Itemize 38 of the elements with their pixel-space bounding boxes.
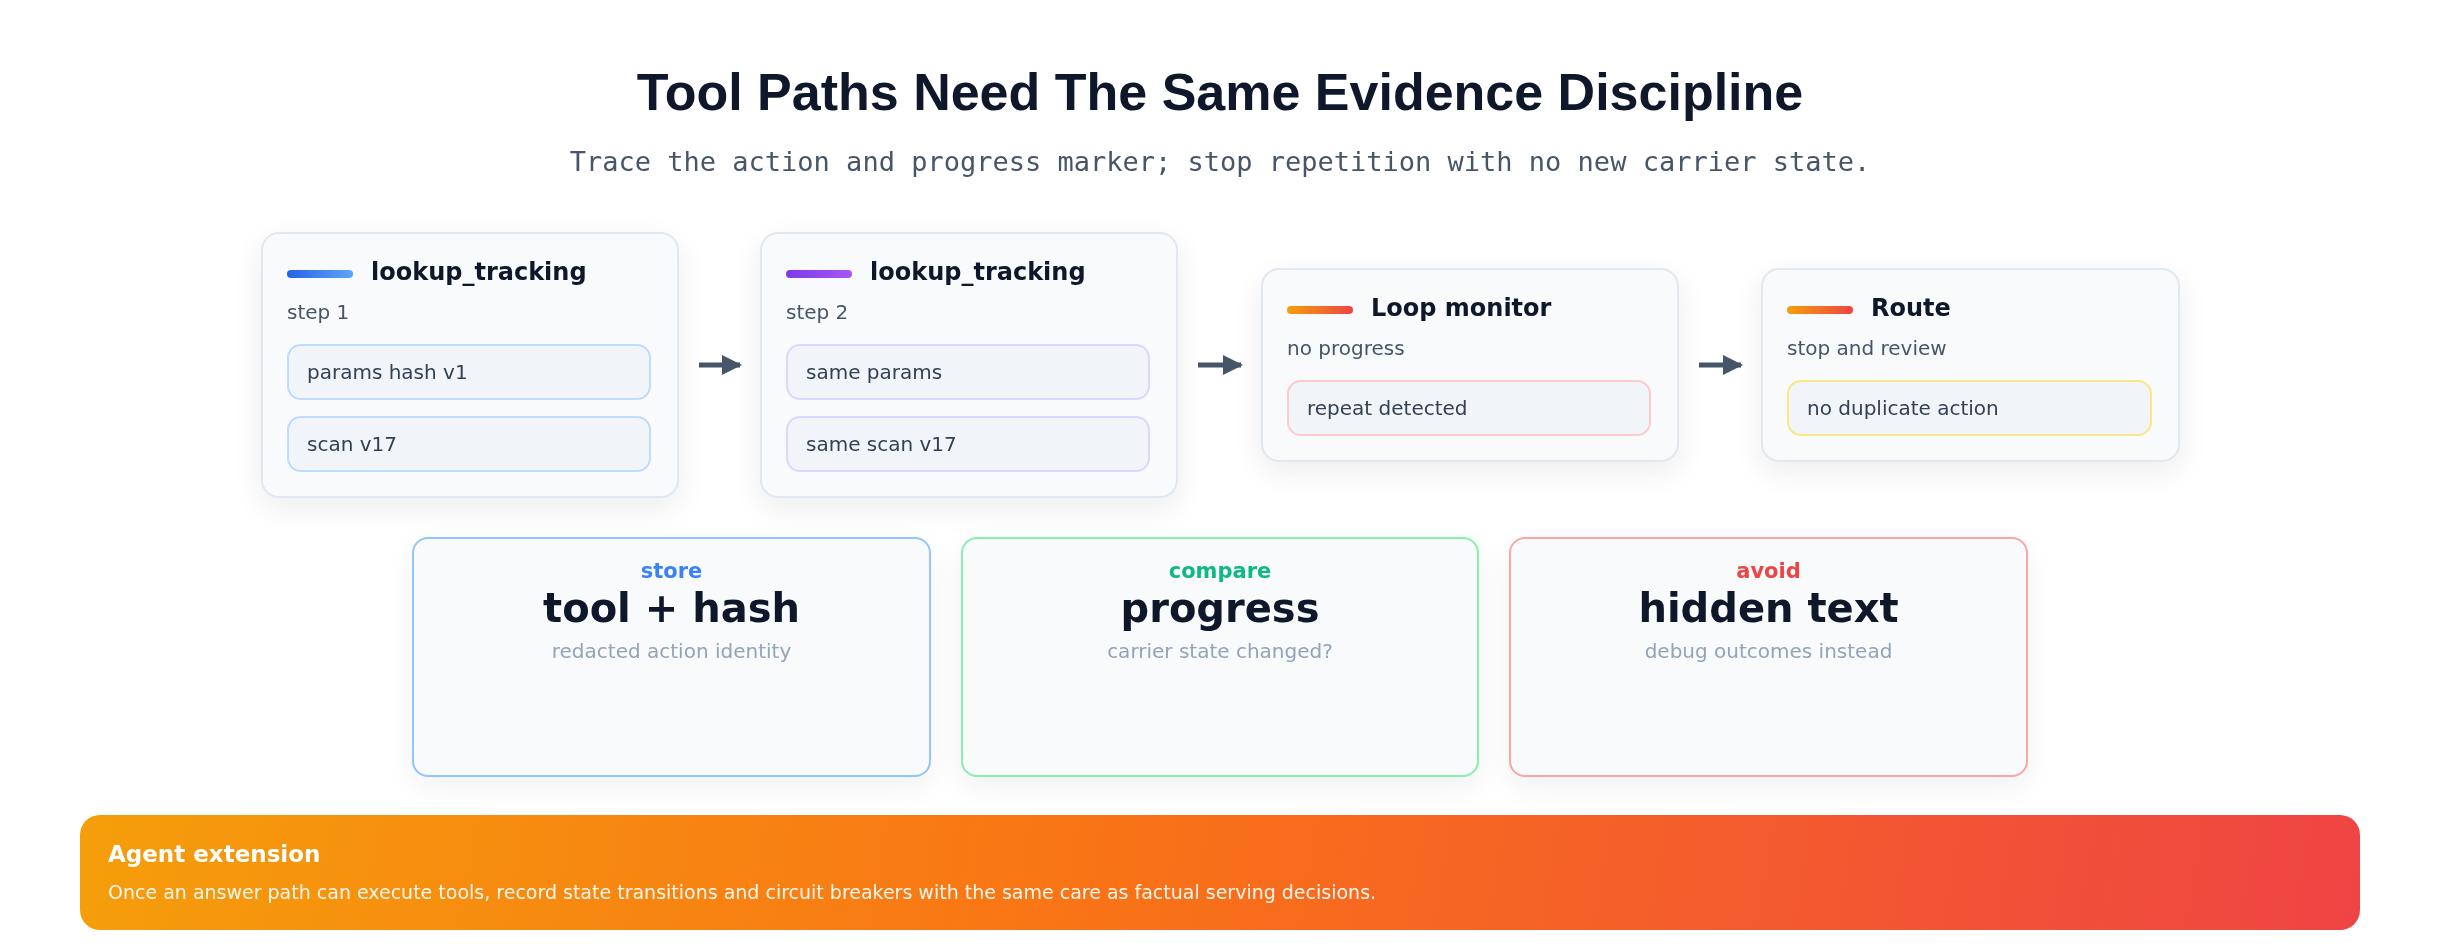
metric-key: store <box>414 559 929 583</box>
card-heading: lookup_tracking <box>870 258 1086 286</box>
card-subtitle: step 1 <box>287 300 350 324</box>
metric-description: redacted action identity <box>550 639 793 663</box>
metric-value: hidden text <box>1637 585 1900 631</box>
metric-card <box>1509 537 2028 777</box>
metric-description: debug outcomes instead <box>1643 639 1894 663</box>
arrow <box>1699 355 1743 375</box>
diagram-title: Tool Paths Need The Same Evidence Discipline <box>635 62 1805 122</box>
evidence-chip: repeat detected <box>1287 380 1651 436</box>
evidence-chip: no duplicate action <box>1787 380 2152 436</box>
banner-heading: Agent extension <box>108 841 321 867</box>
metric-description: carrier state changed? <box>1106 639 1334 663</box>
metric-value: tool + hash <box>542 585 801 631</box>
card-subtitle: no progress <box>1287 336 1405 360</box>
metric-card <box>412 537 931 777</box>
banner-text: Once an answer path can execute tools, record state transitions and circuit breakers with the same care as factual serving decisions. <box>108 881 1377 903</box>
arrow <box>699 355 742 375</box>
metric-card <box>961 537 1479 777</box>
card-subtitle: step 2 <box>786 300 849 324</box>
step-card <box>760 232 1178 498</box>
evidence-chip: params hash v1 <box>287 344 651 400</box>
arrow <box>1198 355 1243 375</box>
card-heading: Route <box>1871 294 1951 322</box>
evidence-chip: same params <box>786 344 1150 400</box>
evidence-chip: same scan v17 <box>786 416 1150 472</box>
metric-key: avoid <box>1511 559 2026 583</box>
diagram-subtitle: Trace the action and progress marker; stop repetition with no new carrier state. <box>568 146 1872 177</box>
step-card <box>261 232 679 498</box>
card-heading: Loop monitor <box>1371 294 1552 322</box>
step-card <box>1261 268 1679 462</box>
card-heading: lookup_tracking <box>371 258 587 286</box>
step-card <box>1761 268 2180 462</box>
card-subtitle: stop and review <box>1787 336 1947 360</box>
metric-key: compare <box>963 559 1477 583</box>
callout-banner <box>80 815 2360 930</box>
metric-value: progress <box>1119 585 1321 631</box>
evidence-chip: scan v17 <box>287 416 651 472</box>
